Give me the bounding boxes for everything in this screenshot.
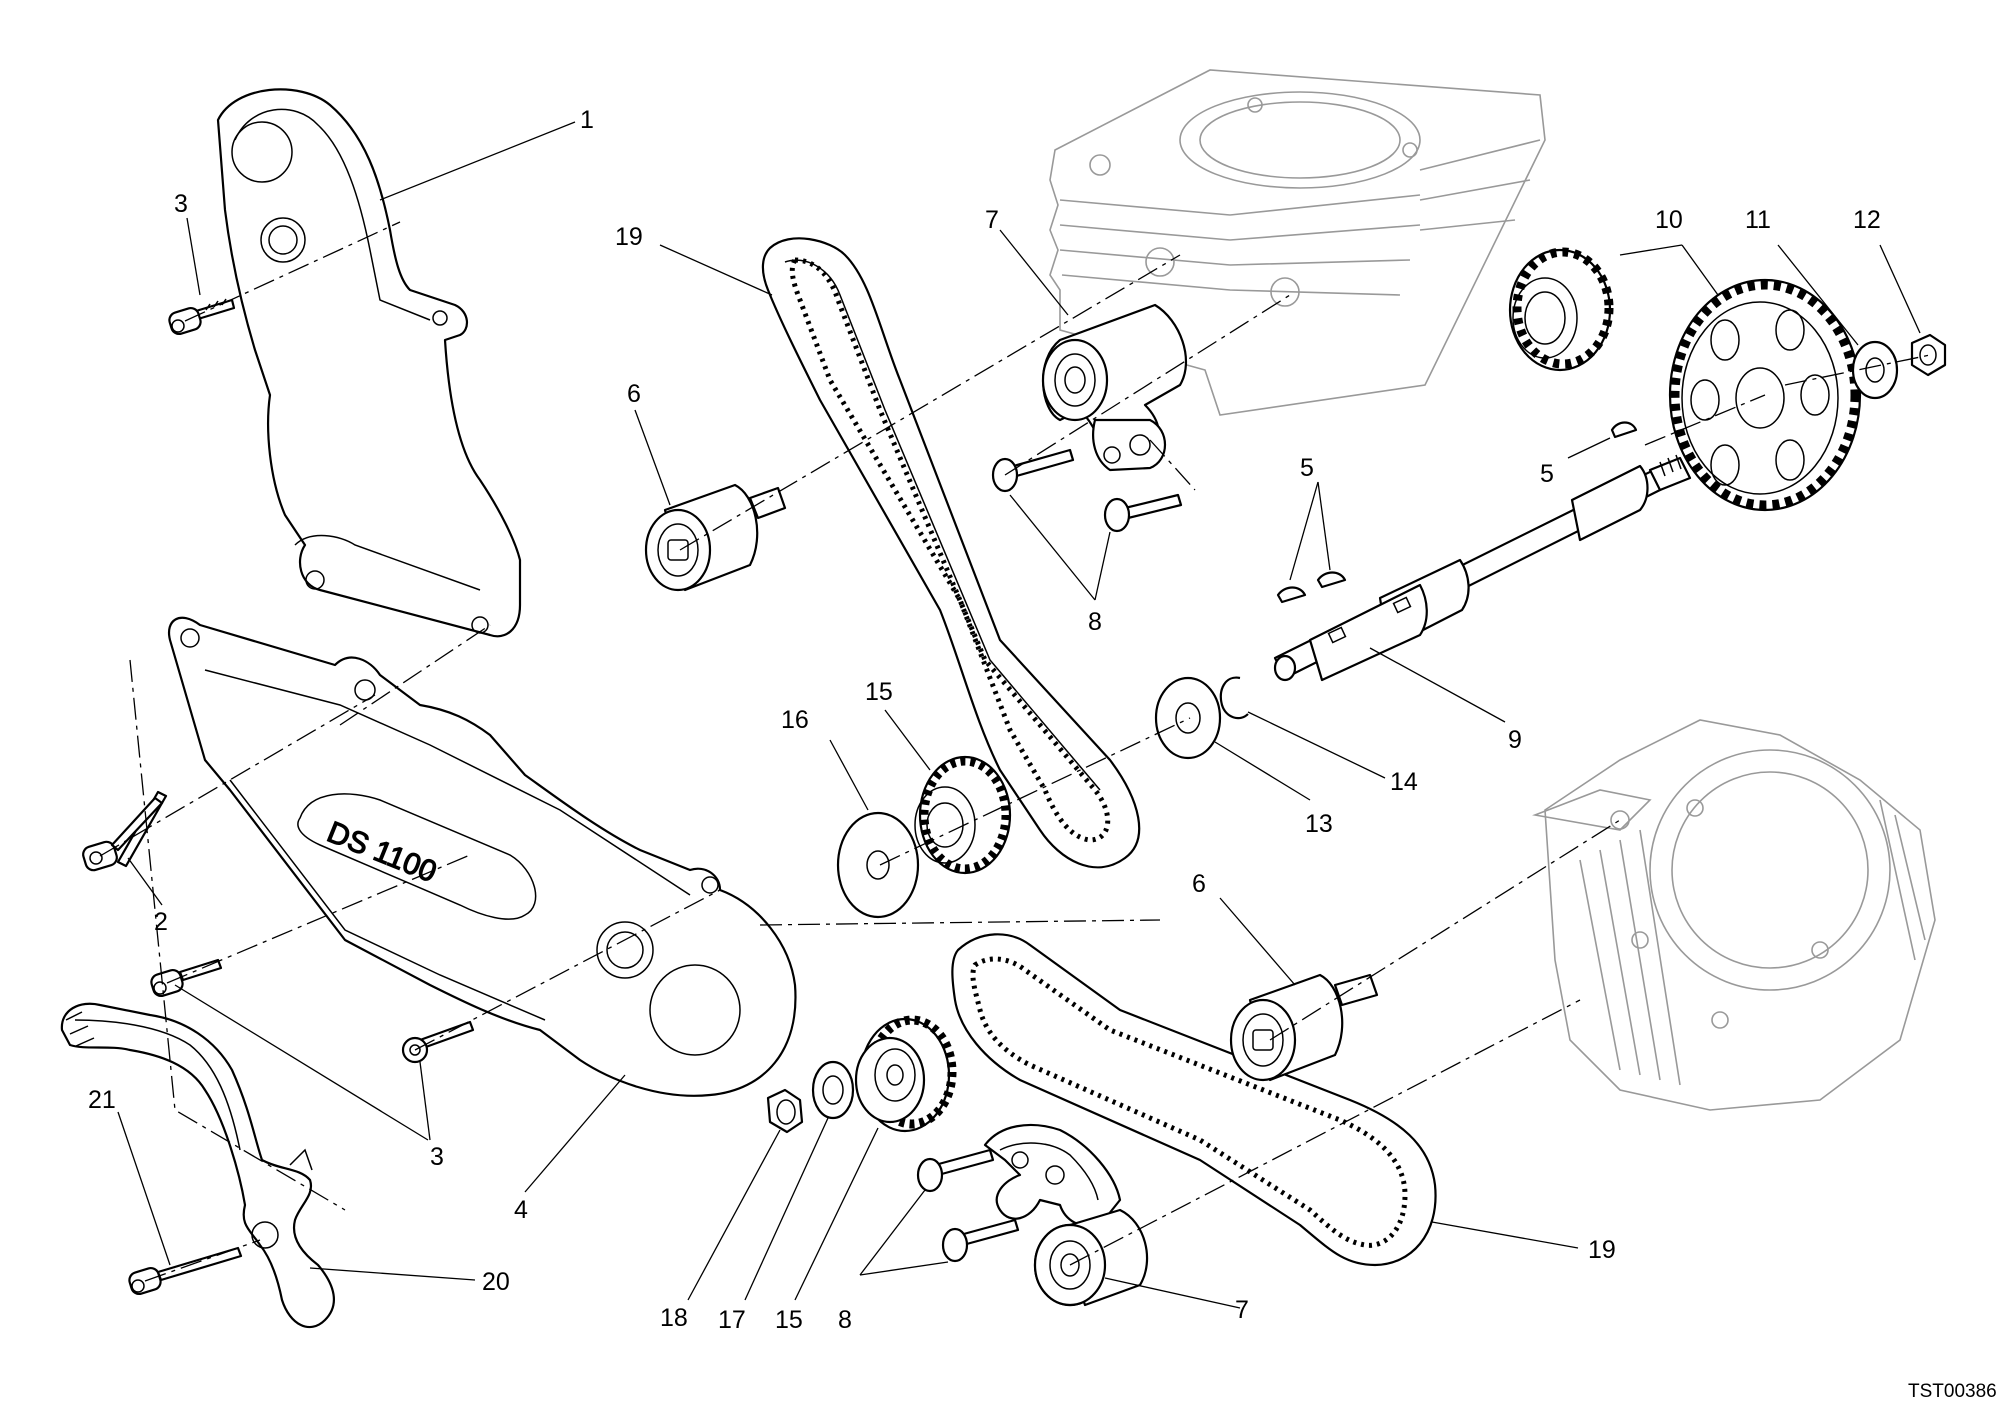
callout-8-lower: 8 <box>838 1306 852 1334</box>
washer-17 <box>811 1060 855 1120</box>
circlip-14 <box>1219 676 1249 720</box>
pulley-15-lower <box>854 1015 957 1133</box>
callout-20: 20 <box>482 1268 510 1296</box>
callout-9: 9 <box>1508 726 1522 754</box>
screw-3-upper <box>168 298 236 336</box>
pulley-15-upper <box>914 755 1012 875</box>
callout-labels: 1 3 2 3 4 21 20 19 6 7 8 16 15 18 17 15 … <box>88 106 1881 1334</box>
upper-belt-cover <box>216 88 522 638</box>
callout-6-upper: 6 <box>627 380 641 408</box>
gearshift-lever <box>60 1002 335 1329</box>
washer-13 <box>1154 676 1222 760</box>
pulley-10-small <box>1508 247 1614 372</box>
callout-21: 21 <box>88 1086 116 1114</box>
callout-2: 2 <box>154 908 168 936</box>
bolts-8-lower <box>916 1148 1020 1263</box>
callout-7-upper: 7 <box>985 206 999 234</box>
idler-6-upper <box>644 483 787 592</box>
leader-lines <box>117 121 1921 1309</box>
lower-timing-belt <box>951 933 1437 1267</box>
callout-4: 4 <box>514 1196 528 1224</box>
callout-16: 16 <box>781 706 809 734</box>
callout-3-lower: 3 <box>430 1143 444 1171</box>
woodruff-keys-5 <box>1276 421 1638 604</box>
bolts-8-upper <box>991 448 1183 533</box>
nut-18 <box>766 1088 804 1134</box>
callout-7-lower: 7 <box>1235 1296 1249 1324</box>
callout-15-upper: 15 <box>865 678 893 706</box>
callout-8-upper: 8 <box>1088 608 1102 636</box>
callout-18: 18 <box>660 1304 688 1332</box>
washer-16 <box>836 811 920 919</box>
callout-19-upper: 19 <box>615 223 643 251</box>
callout-10: 10 <box>1655 206 1683 234</box>
callout-5-left: 5 <box>1300 454 1314 482</box>
lower-belt-cover: DS 1100 <box>167 616 797 1097</box>
screw-2 <box>82 790 168 872</box>
camshaft-9 <box>1273 454 1692 682</box>
callout-11: 11 <box>1745 206 1771 234</box>
washer-11 <box>1851 340 1899 400</box>
callout-3-upper: 3 <box>174 190 188 218</box>
idler-6-lower <box>1229 973 1379 1082</box>
callout-13: 13 <box>1305 810 1333 838</box>
cylinder-head-ghost <box>1532 719 1936 1111</box>
upper-timing-belt <box>761 237 1141 869</box>
callout-5-right: 5 <box>1540 460 1554 488</box>
nut-12 <box>1910 333 1947 377</box>
callout-12: 12 <box>1853 206 1881 234</box>
callout-14: 14 <box>1390 768 1418 796</box>
drawing-reference-code: TST00386 <box>1908 1381 1997 1402</box>
assembly-axis-lines <box>99 221 1931 1282</box>
callout-19-lower: 19 <box>1588 1236 1616 1264</box>
callout-6-lower: 6 <box>1192 870 1206 898</box>
callout-17: 17 <box>718 1306 746 1334</box>
tensioner-7-upper <box>1041 303 1188 472</box>
rear-cylinder-ghost <box>1049 69 1546 416</box>
callout-15-lower: 15 <box>775 1306 803 1334</box>
screw-3-lower <box>401 1020 475 1064</box>
screw-21 <box>128 1246 243 1296</box>
tensioner-7-lower <box>983 1123 1149 1307</box>
callout-1: 1 <box>580 106 594 134</box>
